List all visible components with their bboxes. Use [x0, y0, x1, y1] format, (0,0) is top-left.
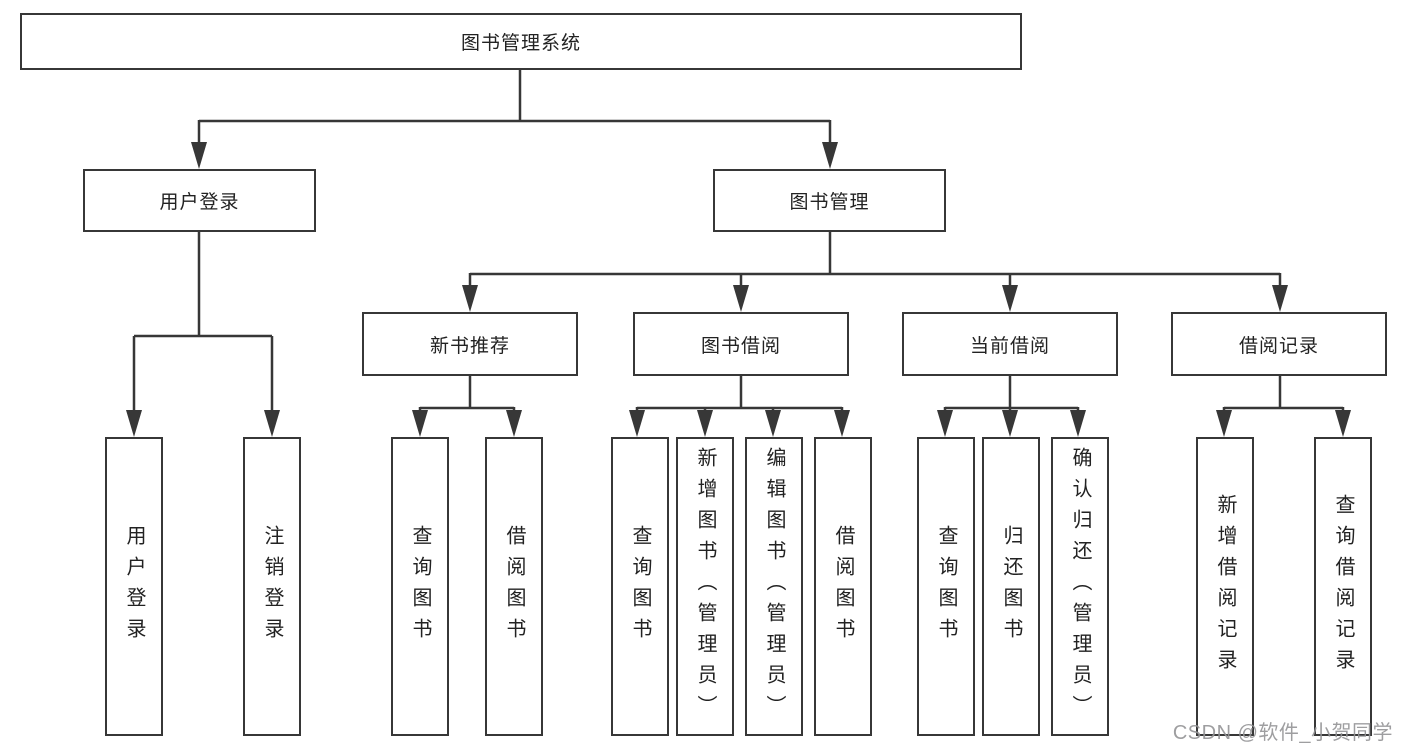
leaf-query-books-recommend: 查询图书 [391, 437, 449, 736]
leaf-confirm-return-admin: 确认归还（管理员） [1051, 437, 1109, 736]
node-user-login: 用户登录 [83, 169, 316, 232]
node-book-borrow: 图书借阅 [633, 312, 849, 376]
leaf-edit-book-admin: 编辑图书（管理员） [745, 437, 803, 736]
leaf-add-borrow-record: 新增借阅记录 [1196, 437, 1254, 736]
node-borrow-records: 借阅记录 [1171, 312, 1387, 376]
leaf-return-books: 归还图书 [982, 437, 1040, 736]
node-book-management: 图书管理 [713, 169, 946, 232]
leaf-borrow-books-recommend: 借阅图书 [485, 437, 543, 736]
leaf-user-login: 用户登录 [105, 437, 163, 736]
node-new-book-recommend: 新书推荐 [362, 312, 578, 376]
node-root-library-system: 图书管理系统 [20, 13, 1022, 70]
leaf-add-book-admin: 新增图书（管理员） [676, 437, 734, 736]
csdn-watermark: CSDN @软件_小贺同学 [1172, 722, 1393, 744]
leaf-borrow-books: 借阅图书 [814, 437, 872, 736]
node-current-borrow: 当前借阅 [902, 312, 1118, 376]
leaf-query-books-borrow: 查询图书 [611, 437, 669, 736]
leaf-query-borrow-record: 查询借阅记录 [1314, 437, 1372, 736]
leaf-query-books-current: 查询图书 [917, 437, 975, 736]
leaf-logout: 注销登录 [243, 437, 301, 736]
